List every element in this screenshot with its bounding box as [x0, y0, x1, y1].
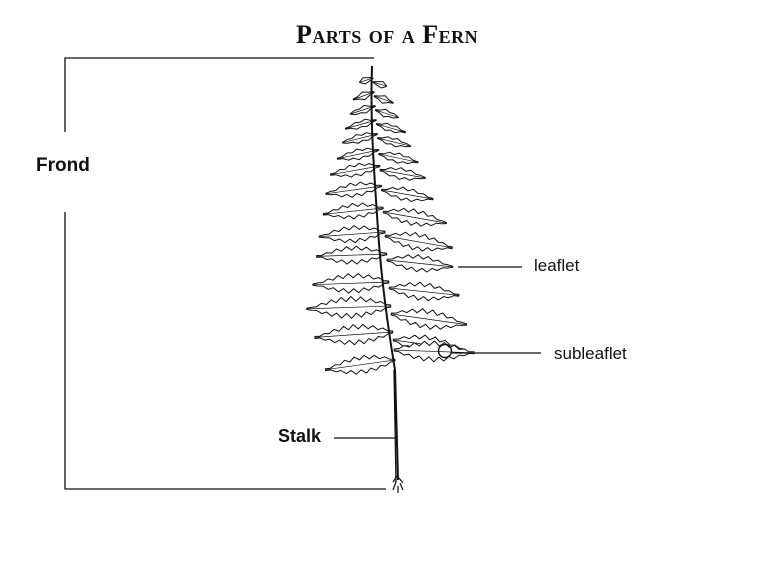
leaflet-midrib	[323, 207, 384, 215]
fern-leaflets	[306, 77, 475, 375]
leaflet-midrib	[337, 149, 379, 160]
leaflet-midrib	[330, 165, 380, 176]
leaflet-label: leaflet	[534, 256, 580, 275]
stalk-label: Stalk	[278, 426, 322, 446]
fern-stalk	[393, 369, 397, 483]
leaflet-midrib	[319, 231, 385, 237]
fern-stem	[370, 65, 399, 481]
diagram-title: Parts of a Fern	[296, 20, 479, 49]
leader-lines	[334, 266, 541, 439]
leaflet-midrib	[373, 81, 387, 87]
leaflet-midrib	[380, 169, 426, 179]
leaflet-midrib	[325, 359, 395, 371]
leaflet-midrib	[381, 189, 433, 200]
leaflet-midrib	[376, 123, 406, 133]
frond-label: Frond	[36, 155, 90, 176]
leaflet-midrib	[314, 331, 393, 338]
leaflet-midrib	[312, 281, 389, 286]
leaflet-midrib	[325, 185, 382, 195]
leaflet-midrib	[389, 287, 459, 296]
leaflet-midrib	[316, 253, 387, 257]
leaflet-midrib	[374, 95, 394, 104]
leaflet-midrib	[378, 153, 419, 163]
leaflet-midrib	[385, 235, 453, 249]
leaflet-midrib	[375, 109, 399, 118]
leaflet-midrib	[394, 349, 475, 354]
leaflet-midrib	[306, 305, 391, 310]
subleaflet-highlight-circle	[437, 343, 453, 359]
subleaflet-label: subleaflet	[554, 344, 627, 363]
leaflet-midrib	[383, 211, 447, 224]
leaflet-midrib	[387, 259, 453, 268]
root-tuft	[392, 475, 404, 493]
leaflet-midrib	[377, 137, 411, 147]
frond-bracket	[64, 57, 386, 490]
leaflet-midrib	[391, 313, 467, 325]
